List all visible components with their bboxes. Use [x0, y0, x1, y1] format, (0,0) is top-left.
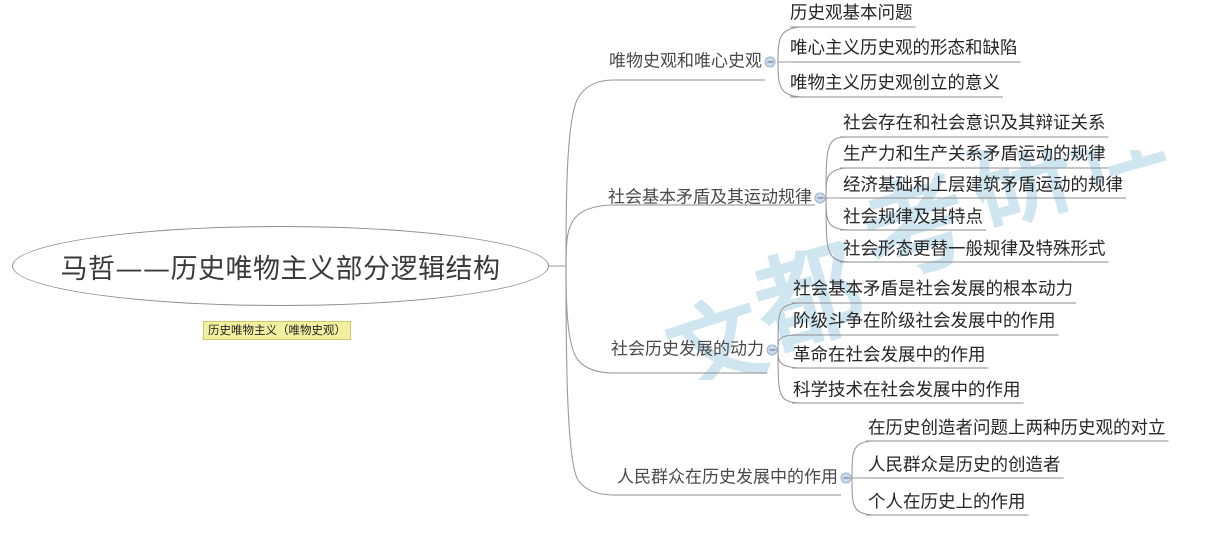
child-label-4-2[interactable]: 人民群众是历史的创造者	[868, 455, 1061, 476]
child-label-3-2[interactable]: 阶级斗争在阶级社会发展中的作用	[793, 311, 1056, 332]
child-label-2-4[interactable]: 社会规律及其特点	[843, 207, 983, 228]
child-label-4-3[interactable]: 个人在历史上的作用	[868, 492, 1026, 513]
child-label-2-5[interactable]: 社会形态更替一般规律及特殊形式	[843, 239, 1106, 260]
root-tag-label[interactable]: 历史唯物主义（唯物史观）	[203, 321, 351, 340]
child-label-3-3[interactable]: 革命在社会发展中的作用	[793, 345, 986, 366]
collapse-minus-icon-1[interactable]	[764, 56, 776, 68]
branch-label-4[interactable]: 人民群众在历史发展中的作用	[617, 467, 838, 488]
child-label-3-1[interactable]: 社会基本矛盾是社会发展的根本动力	[793, 279, 1073, 300]
child-label-1-1[interactable]: 历史观基本问题	[790, 3, 913, 24]
watermark-char-1: 文	[654, 279, 779, 380]
branch-label-2[interactable]: 社会基本矛盾及其运动规律	[608, 187, 812, 208]
child-label-1-2[interactable]: 唯心主义历史观的形态和缺陷	[790, 38, 1018, 59]
branch-curve-2	[565, 204, 615, 267]
child-label-2-2[interactable]: 生产力和生产关系矛盾运动的规律	[843, 144, 1106, 165]
branch-curve-1	[565, 79, 615, 267]
branch-label-3[interactable]: 社会历史发展的动力	[611, 339, 764, 360]
child-label-2-1[interactable]: 社会存在和社会意识及其辩证关系	[843, 113, 1106, 134]
root-node[interactable]: 马哲——历史唯物主义部分逻辑结构	[12, 226, 549, 306]
collapse-minus-icon-2[interactable]	[814, 192, 826, 204]
branch-label-1[interactable]: 唯物史观和唯心史观	[609, 51, 762, 72]
child-label-1-3[interactable]: 唯物主义历史观创立的意义	[790, 73, 1000, 94]
child-label-2-3[interactable]: 经济基础和上层建筑矛盾运动的规律	[843, 175, 1123, 196]
collapse-minus-icon-3[interactable]	[766, 344, 778, 356]
child-label-4-1[interactable]: 在历史创造者问题上两种历史观的对立	[868, 418, 1166, 439]
watermark-char-4: 研	[957, 150, 1086, 249]
root-label: 马哲——历史唯物主义部分逻辑结构	[60, 253, 501, 285]
branch-curve-3	[565, 265, 615, 374]
collapse-minus-icon-4[interactable]	[840, 472, 852, 484]
branch-curve-4	[565, 265, 615, 496]
child-label-3-4[interactable]: 科学技术在社会发展中的作用	[793, 380, 1021, 401]
